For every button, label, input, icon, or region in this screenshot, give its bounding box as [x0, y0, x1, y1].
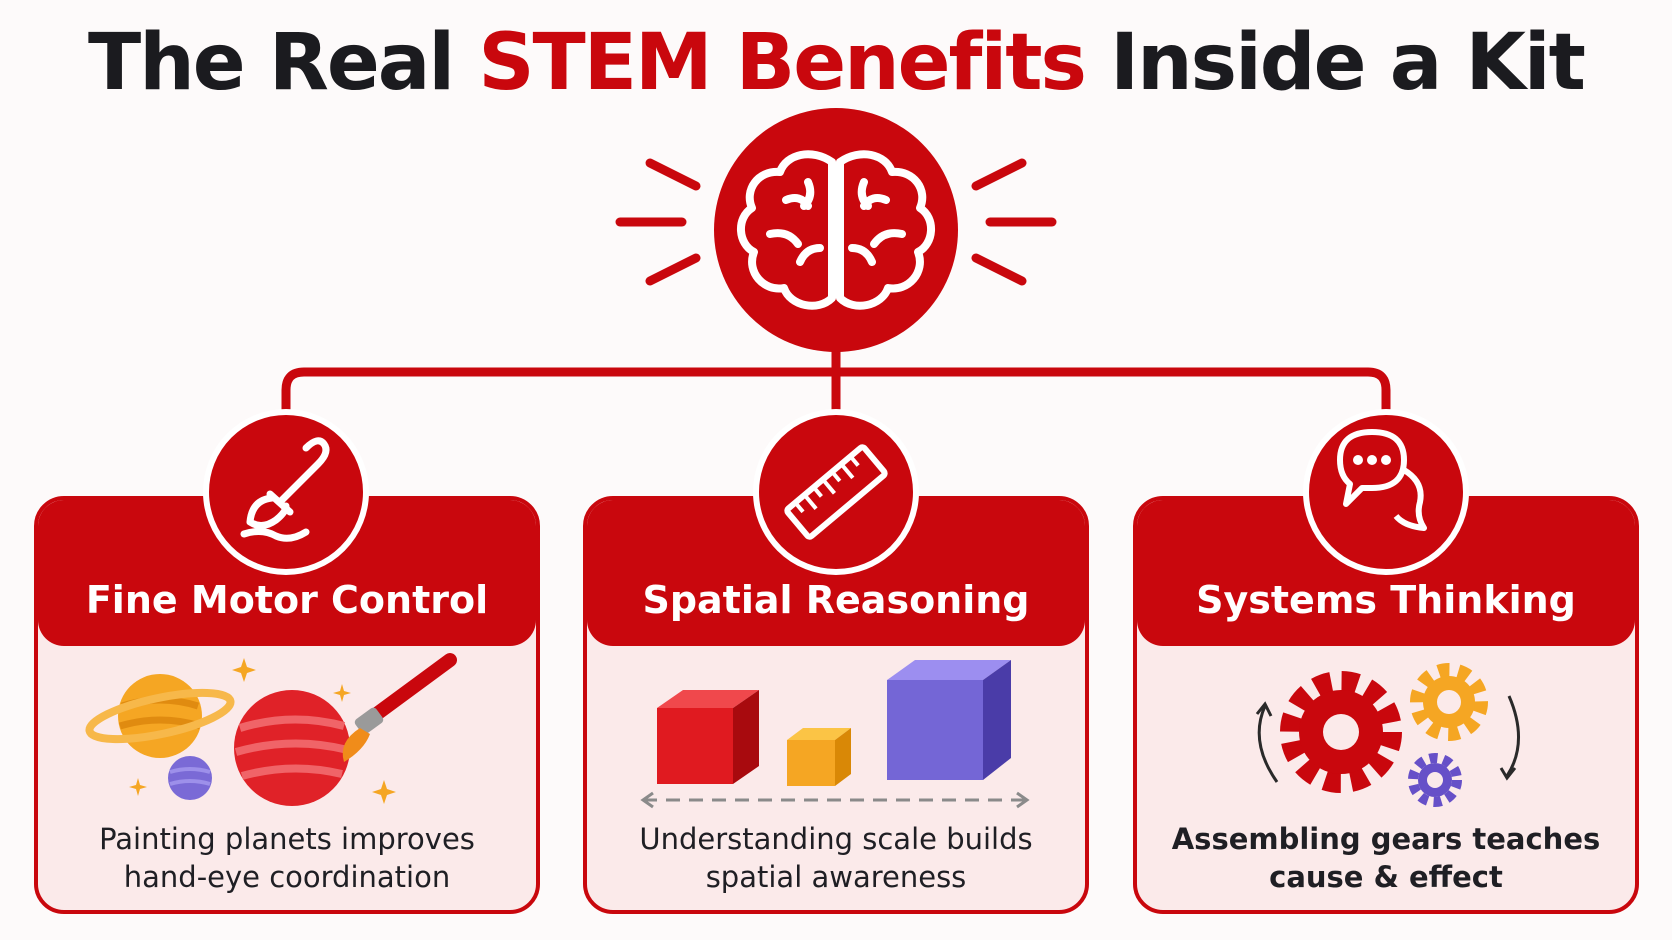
ruler-icon [753, 409, 919, 575]
yellow-cube [787, 728, 851, 786]
brain-icon [714, 108, 958, 352]
chat-bubbles-icon [1303, 409, 1469, 575]
page-title: The Real STEM Benefits Inside a Kit [0, 18, 1672, 108]
red-cube [657, 690, 759, 784]
sparkles [129, 658, 396, 804]
title-part1: The Real [88, 18, 479, 108]
title-accent: STEM Benefits [478, 18, 1087, 108]
card-caption: Understanding scale builds spatial aware… [639, 822, 1033, 894]
brain-rays [615, 158, 1057, 286]
card-title: Fine Motor Control [85, 578, 489, 622]
planets-painting-illustration [85, 653, 457, 806]
gears-illustration [1255, 663, 1520, 807]
title-part2: Inside a Kit [1084, 18, 1586, 108]
scale-arrow [640, 791, 1030, 809]
scale-cubes-illustration [640, 660, 1030, 809]
purple-cube [887, 660, 1011, 780]
red-gear [1280, 671, 1402, 793]
card-title: Systems Thinking [1196, 578, 1576, 622]
yellow-gear [1410, 663, 1488, 741]
small-purple-planet [168, 756, 212, 800]
paintbrush-icon [203, 409, 369, 575]
card-caption: Painting planets improves hand-eye coord… [99, 822, 475, 894]
card-title: Spatial Reasoning [642, 578, 1030, 622]
card-caption: Assembling gears teaches cause & effect [1171, 822, 1601, 894]
paintbrush-illustration [342, 653, 457, 762]
cycle-arrows [1255, 695, 1520, 783]
red-planet [234, 690, 350, 806]
card-spatial-reasoning: Spatial Reasoning Understanding scale bu… [583, 496, 1089, 914]
saturn-planet [85, 674, 235, 758]
purple-gear [1408, 753, 1462, 807]
